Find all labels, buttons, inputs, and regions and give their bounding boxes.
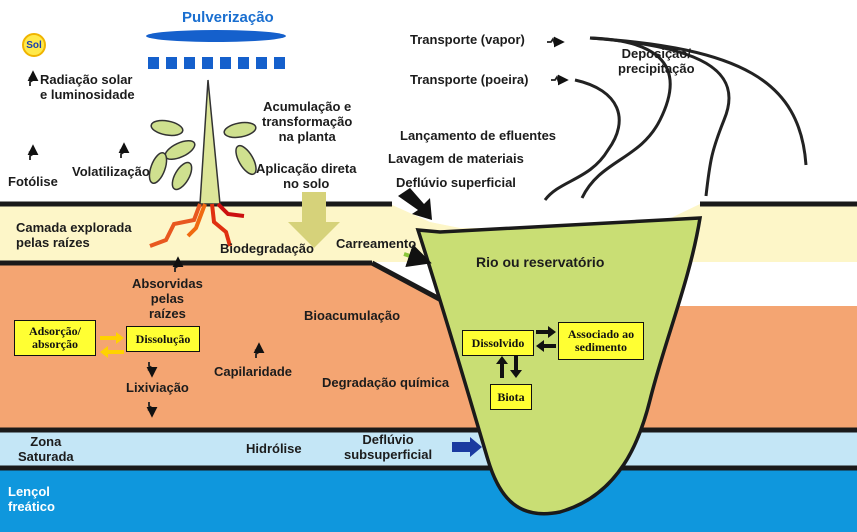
aquifer-layer <box>0 468 857 532</box>
saturated-zone-layer <box>0 430 857 468</box>
label-hidrolise: Hidrólise <box>246 441 302 456</box>
sun-caption: Radiação solar e luminosidade <box>40 72 135 102</box>
plant-stem <box>199 79 221 205</box>
subsurface-arrow <box>452 437 482 457</box>
label-lencol: Lençol freático <box>8 484 55 514</box>
runoff-arrow <box>398 188 432 220</box>
label-saturada: Zona Saturada <box>18 434 74 464</box>
box-biota: Biota <box>490 384 532 410</box>
exchange-arrows-soil <box>100 332 124 358</box>
label-bioacumulacao: Bioacumulação <box>304 308 401 323</box>
wiggle-arrows <box>27 36 569 418</box>
label-capilaridade: Capilaridade <box>214 364 293 379</box>
label-acumulacao: Acumulação e transformação na planta <box>262 99 353 144</box>
carreamento-arrow <box>403 244 432 268</box>
label-volatilizacao: Volatilização <box>72 164 150 179</box>
label-lancamento: Lançamento de efluentes <box>400 128 557 143</box>
sun-icon <box>22 33 46 57</box>
box-sedimento: Associado ao sedimento <box>558 322 644 360</box>
label-fotolise: Fotólise <box>8 174 58 189</box>
label-defluvio-superficial: Deflúvio superficial <box>396 175 516 190</box>
application-arrow <box>288 192 340 248</box>
box-adsorcao: Adsorção/ absorção <box>14 320 96 356</box>
exchange-arrows-river <box>496 326 556 378</box>
spray-cloud <box>146 30 286 42</box>
label-camada: Camada explorada pelas raízes <box>16 220 132 250</box>
spray-drops <box>148 57 285 69</box>
plant-leaves <box>148 119 257 191</box>
label-lavagem: Lavagem de materiais <box>388 151 524 166</box>
label-deposicao: Deposição/ precipitação <box>618 46 695 76</box>
box-dissolvido: Dissolvido <box>462 330 534 356</box>
root-layer-right <box>650 204 857 262</box>
plant-roots <box>149 202 245 248</box>
label-rio: Rio ou reservatório <box>476 254 605 270</box>
box-dissolucao: Dissolução <box>126 326 200 352</box>
label-carreamento: Carreamento <box>336 236 417 251</box>
layer-line-2b <box>370 260 447 305</box>
label-degradacao-quimica: Degradação química <box>322 375 450 390</box>
title: Pulverização <box>182 9 274 26</box>
transport-curves <box>543 36 808 201</box>
label-lixiviacao: Lixiviação <box>126 380 189 395</box>
river-reservoir <box>415 216 703 516</box>
label-biodegradacao: Biodegradação <box>220 241 314 256</box>
label-aplicacao: Aplicação direta no solo <box>256 161 357 191</box>
label-transporte-vapor: Transporte (vapor) <box>410 32 525 47</box>
sun-label: Sol <box>26 39 42 51</box>
label-transporte-poeira: Transporte (poeira) <box>410 72 529 87</box>
label-defluvio-subsuperficial: Deflúvio subsuperficial <box>344 432 433 462</box>
label-absorvidas: Absorvidas pelas raízes <box>132 276 203 321</box>
